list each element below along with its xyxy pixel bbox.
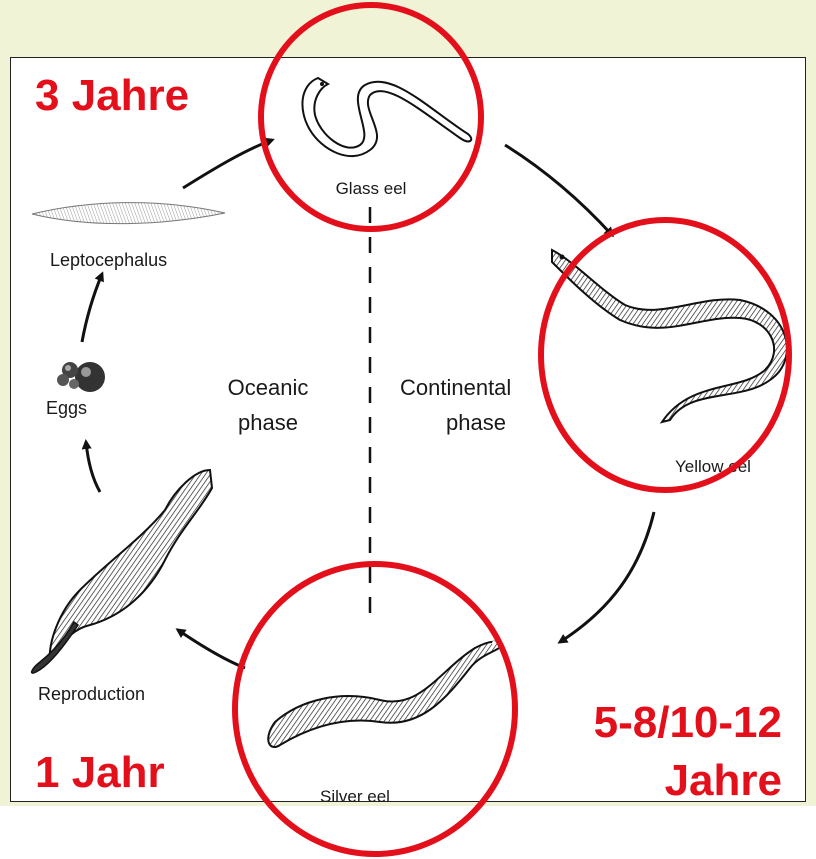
- label-leptocephalus: Leptocephalus: [50, 250, 167, 270]
- annotation-3-jahre: 3 Jahre: [35, 71, 189, 120]
- arrow-yellow-to-silver: [560, 512, 654, 642]
- label-oceanic-line1: Oceanic: [228, 375, 309, 400]
- silver-eel-illustration: [268, 641, 502, 747]
- arrow-eggs-to-leptocephalus: [82, 274, 102, 342]
- arrow-leptocephalus-to-glass: [183, 140, 272, 188]
- label-glass-eel: Glass eel: [336, 179, 407, 198]
- label-continental-line1: Continental: [400, 375, 511, 400]
- highlight-circle-yellow-eel: [541, 220, 789, 490]
- glass-eel-illustration: [302, 78, 471, 156]
- eggs-illustration: [57, 362, 105, 392]
- yellow-eel-illustration: [552, 250, 787, 422]
- label-oceanic-line2: phase: [238, 410, 298, 435]
- annotation-1-jahr: 1 Jahr: [35, 748, 165, 797]
- label-reproduction: Reproduction: [38, 684, 145, 704]
- label-eggs: Eggs: [46, 398, 87, 418]
- arrow-glass-to-yellow: [505, 145, 612, 235]
- reproduction-eel-illustration: [32, 470, 212, 673]
- annotation-jahre: Jahre: [665, 756, 782, 805]
- annotation-5-8-10-12: 5-8/10-12: [594, 698, 782, 747]
- label-silver-eel: Silver eel: [320, 787, 390, 806]
- leptocephalus-illustration: [32, 203, 225, 224]
- arrow-silver-to-reproduction: [178, 630, 245, 668]
- label-continental-line2: phase: [446, 410, 506, 435]
- arrow-reproduction-to-eggs: [86, 442, 100, 492]
